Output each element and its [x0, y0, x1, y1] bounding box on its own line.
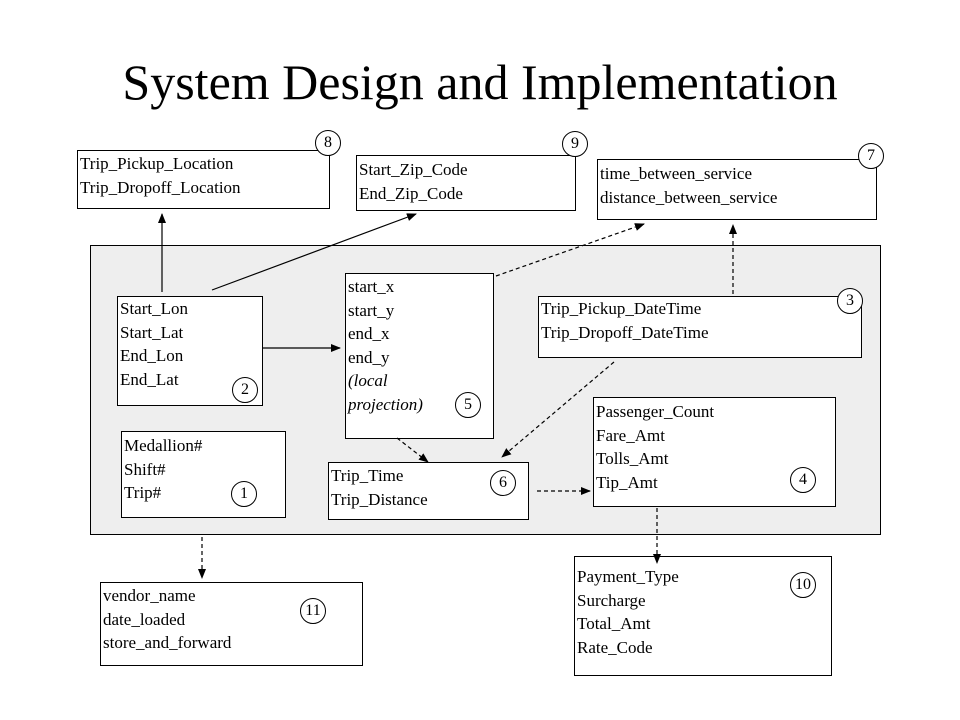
box-line: Medallion#: [124, 436, 203, 455]
box-line: Trip_Pickup_Location: [80, 154, 234, 173]
badge-6: 6: [490, 470, 516, 496]
badge-7: 7: [858, 143, 884, 169]
box-line: distance_between_service: [600, 187, 778, 207]
pickup-dropoff-datetime-box: Trip_Pickup_DateTime Trip_Dropoff_DateTi…: [538, 296, 862, 358]
badge-1: 1: [231, 481, 257, 507]
badge-3: 3: [837, 288, 863, 314]
box-line: Trip_Pickup_DateTime: [541, 299, 702, 318]
box-line: Trip_Time: [331, 466, 404, 485]
box-line: end_x: [348, 324, 390, 343]
box-line: Passenger_Count: [596, 402, 715, 421]
box-line: projection): [348, 394, 423, 414]
zip-code-box: Start_Zip_Code End_Zip_Code: [356, 155, 576, 211]
box-line: start_x: [348, 277, 395, 296]
box-line: Fare_Amt: [596, 425, 665, 445]
badge-2: 2: [232, 377, 258, 403]
box-line: Trip#: [124, 483, 162, 502]
box-line: Payment_Type: [577, 567, 679, 586]
pickup-dropoff-location-box: Trip_Pickup_Location Trip_Dropoff_Locati…: [77, 150, 330, 209]
slide-title: System Design and Implementation: [122, 54, 838, 110]
box-line: Total_Amt: [577, 614, 651, 633]
box-line: vendor_name: [103, 586, 196, 605]
box-line: Shift#: [124, 459, 166, 479]
badge-5: 5: [455, 392, 481, 418]
service-interval-box: time_between_service distance_between_se…: [597, 159, 877, 220]
box-line: Trip_Distance: [331, 489, 428, 509]
medallion-shift-trip-box: Medallion# Shift# Trip#: [121, 431, 286, 518]
box-line: Start_Lon: [120, 299, 188, 318]
badge-10: 10: [790, 572, 816, 598]
box-line: start_y: [348, 300, 395, 320]
badge-4: 4: [790, 467, 816, 493]
box-line: Trip_Dropoff_DateTime: [541, 322, 709, 342]
box-line: Surcharge: [577, 590, 646, 610]
box-line: store_and_forward: [103, 633, 232, 652]
badge-11: 11: [300, 598, 326, 624]
box-line: Rate_Code: [577, 637, 653, 657]
payment-info-box: Payment_Type Surcharge Total_Amt Rate_Co…: [574, 556, 832, 676]
box-line: Trip_Dropoff_Location: [80, 177, 241, 197]
box-line: Start_Zip_Code: [359, 160, 468, 179]
box-line: Start_Lat: [120, 322, 184, 342]
box-line: End_Zip_Code: [359, 183, 463, 203]
lon-lat-box: Start_Lon Start_Lat End_Lon End_Lat: [117, 296, 263, 406]
vendor-info-box: vendor_name date_loaded store_and_forwar…: [100, 582, 363, 666]
box-line: date_loaded: [103, 609, 186, 629]
badge-8: 8: [315, 130, 341, 156]
box-line: End_Lon: [120, 346, 184, 365]
box-line: Tip_Amt: [596, 472, 658, 492]
box-line: (local: [348, 371, 388, 390]
box-line: time_between_service: [600, 164, 752, 183]
box-line: End_Lat: [120, 369, 179, 389]
badge-9: 9: [562, 131, 588, 157]
box-line: end_y: [348, 347, 390, 367]
